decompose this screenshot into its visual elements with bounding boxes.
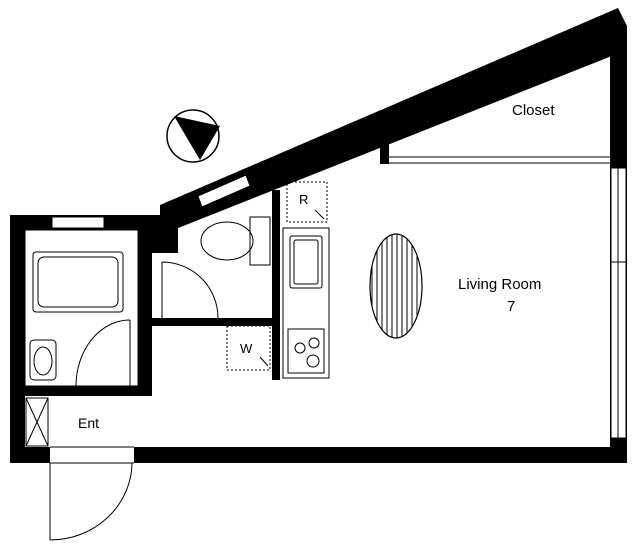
left-wall bbox=[10, 215, 25, 463]
burner-3 bbox=[306, 354, 320, 368]
toilet-right-wall bbox=[272, 190, 280, 380]
closet-partition bbox=[389, 156, 610, 164]
entry-door-swing bbox=[49, 462, 133, 541]
bath-window bbox=[51, 216, 105, 229]
washbasin bbox=[29, 339, 57, 381]
oval-table bbox=[369, 233, 423, 339]
corner-column bbox=[588, 26, 627, 52]
closet-wall-stub bbox=[380, 128, 389, 164]
toilet-door-swing bbox=[161, 261, 219, 319]
kitchen-counter bbox=[282, 227, 330, 379]
kitchen bbox=[282, 227, 330, 379]
stove bbox=[287, 328, 325, 374]
interior-walls bbox=[10, 128, 389, 396]
living-room-label: Living Room bbox=[458, 276, 541, 293]
washbasin-bowl bbox=[33, 346, 53, 376]
washer-label: W bbox=[240, 341, 253, 356]
closet-label: Closet bbox=[512, 102, 555, 119]
diagonal-window bbox=[197, 174, 251, 208]
sink-basin bbox=[293, 239, 319, 285]
bath-bottom-wall bbox=[10, 386, 152, 396]
refrigerator-label: R bbox=[299, 192, 308, 207]
bath-door-swing bbox=[75, 319, 131, 387]
toilet-tank bbox=[249, 216, 271, 266]
washer: W bbox=[226, 325, 271, 371]
table-outline bbox=[369, 233, 423, 339]
entrance-label: Ent bbox=[78, 415, 99, 431]
entry-door-gap bbox=[50, 447, 134, 463]
north-arrow-icon bbox=[166, 109, 220, 163]
bath-right-wall bbox=[138, 318, 152, 396]
shoe-cabinet bbox=[25, 397, 49, 447]
bathtub-inner bbox=[37, 256, 119, 308]
entrance bbox=[25, 397, 134, 541]
bath-column bbox=[138, 215, 178, 253]
windows bbox=[51, 167, 627, 439]
toilet-room bbox=[161, 216, 271, 319]
bathroom bbox=[24, 229, 139, 387]
toilet-bowl bbox=[200, 221, 254, 261]
sink bbox=[289, 235, 323, 289]
bottom-wall bbox=[10, 447, 627, 463]
refrigerator-box bbox=[286, 181, 328, 223]
refrigerator: R bbox=[286, 181, 328, 223]
toilet-bottom-wall bbox=[138, 318, 278, 326]
diagonal-wall bbox=[160, 8, 627, 232]
bathtub bbox=[32, 251, 124, 313]
burner-1 bbox=[294, 342, 306, 354]
washer-box bbox=[226, 325, 271, 371]
living-room-size: 7 bbox=[507, 298, 515, 315]
burner-2 bbox=[308, 337, 320, 349]
bathroom-floor bbox=[24, 229, 139, 387]
